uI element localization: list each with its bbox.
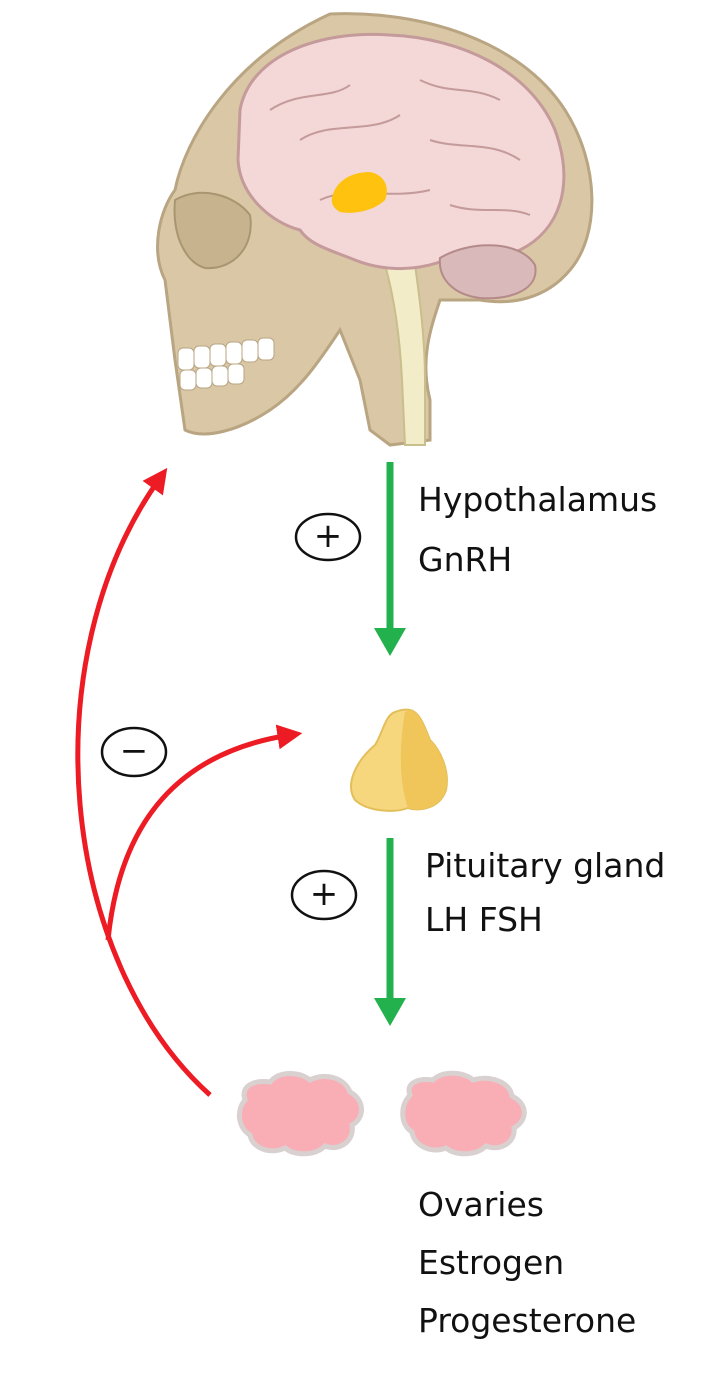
label-gnrh: GnRH: [418, 540, 513, 579]
teeth: [177, 337, 275, 391]
hypothalamus-icon: [331, 172, 387, 213]
ovary-icon: [236, 1070, 527, 1157]
label-pituitary-gland: Pituitary gland: [425, 846, 666, 885]
label-ovaries: Ovaries: [418, 1185, 544, 1224]
minus-circle: [100, 726, 168, 778]
plus-circle-middle: [290, 869, 358, 921]
head-illustration: [156, 12, 594, 447]
label-hypothalamus: Hypothalamus: [418, 480, 658, 519]
plus-circle-top: [294, 512, 362, 562]
cerebellum: [438, 244, 537, 300]
arrow-pituitary-to-ovaries: [374, 838, 406, 1026]
eye-socket: [173, 191, 252, 270]
feedback-arrow-to-hypothalamus: [75, 467, 212, 1097]
plus-symbol-top: +: [313, 516, 343, 556]
spine: [383, 264, 426, 446]
plus-symbol-middle: +: [309, 874, 339, 914]
label-estrogen: Estrogen: [418, 1243, 565, 1282]
feedback-arrow-to-pituitary: [105, 724, 303, 941]
label-lh-fsh: LH FSH: [425, 900, 543, 939]
pituitary-icon: [350, 708, 448, 812]
label-progesterone: Progesterone: [418, 1301, 637, 1340]
arrow-hypothalamus-to-pituitary: [374, 462, 406, 656]
minus-symbol: −: [119, 731, 149, 771]
